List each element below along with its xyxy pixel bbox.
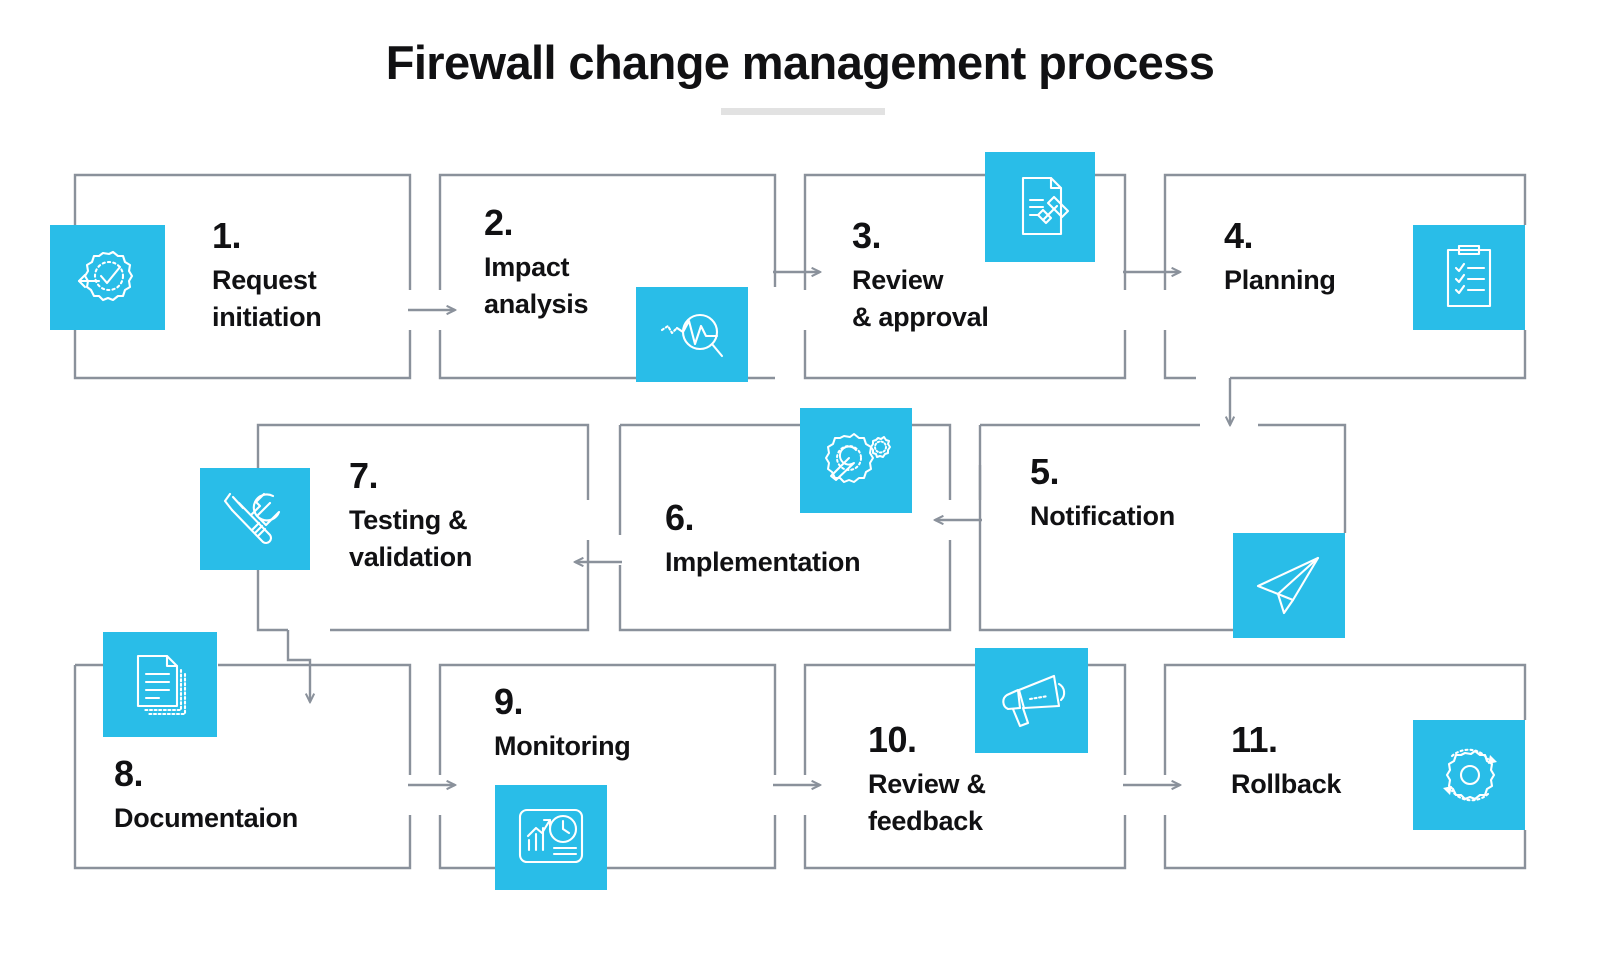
step-11-number: 11. (1231, 719, 1278, 760)
box-10-outline-c (803, 815, 1127, 870)
document-stack-icon (127, 652, 193, 718)
step-10-icon-tile[interactable] (975, 648, 1088, 753)
page-title: Firewall change management process (385, 36, 1215, 89)
box-5-outline-b (1258, 423, 1347, 533)
dashboard-chart-icon (516, 806, 586, 870)
box-10-outline-b (1088, 663, 1127, 775)
step-8[interactable]: 8. Documentaion (114, 754, 298, 837)
step-5[interactable]: 5. Notification (1030, 452, 1175, 535)
box-11-outline-b (1163, 815, 1527, 870)
step-6[interactable]: 6. Implementation (665, 497, 861, 581)
step-5-label: Notification (1030, 501, 1175, 531)
step-4-icon-tile[interactable] (1413, 225, 1525, 330)
step-2-label: Impact analysis (484, 252, 589, 319)
step-6-label: Implementation (665, 547, 861, 577)
step-7-number: 7. (349, 455, 379, 496)
box-11-outline-a (1163, 663, 1527, 775)
step-8-icon-tile[interactable] (103, 632, 217, 737)
step-3-icon-tile[interactable] (985, 152, 1095, 262)
box-7-outline-b (330, 540, 590, 632)
step-2-number: 2. (484, 202, 514, 243)
pulse-magnifier-icon (658, 304, 726, 366)
box-6-outline-c (618, 540, 952, 632)
document-gavel-icon (1005, 172, 1075, 242)
step-7-icon-tile[interactable] (200, 468, 310, 570)
step-11-label: Rollback (1231, 769, 1342, 799)
paper-plane-icon (1253, 553, 1325, 619)
step-3[interactable]: 3. Review & approval (852, 216, 989, 336)
gear-rotate-icon (1433, 739, 1505, 811)
step-4-label: Planning (1224, 265, 1336, 295)
step-5-number: 5. (1030, 451, 1060, 492)
box-9-outline-b (607, 815, 777, 870)
arrow-7-to-8 (286, 630, 310, 702)
box-4-outline-a (1163, 173, 1527, 290)
step-10-label: Review & feedback (868, 769, 986, 836)
box-4-outline-b (1230, 330, 1527, 380)
step-2-icon-tile[interactable] (636, 287, 748, 382)
step-5-icon-tile[interactable] (1233, 533, 1345, 638)
box-8-outline-c (73, 665, 412, 870)
box-4-outline-c (1163, 330, 1196, 380)
step-11[interactable]: 11. Rollback (1231, 720, 1341, 803)
step-9-label: Monitoring (494, 731, 631, 761)
box-7-outline-a (256, 423, 590, 500)
box-8-outline-b (218, 663, 412, 775)
step-4-number: 4. (1224, 215, 1254, 256)
step-10[interactable]: 10. Review & feedback (868, 720, 986, 840)
step-4[interactable]: 4. Planning (1224, 216, 1336, 299)
box-3-outline-c (803, 330, 1127, 380)
megaphone-icon (996, 668, 1068, 734)
step-9[interactable]: 9. Monitoring (494, 681, 631, 765)
step-1-label: Request initiation (212, 265, 322, 332)
step-2[interactable]: 2. Impact analysis (484, 203, 588, 323)
clipboard-checklist-icon (1440, 244, 1498, 311)
box-1-outline-a (73, 173, 412, 290)
step-6-icon-tile[interactable] (800, 408, 912, 513)
box-10-outline-a (803, 663, 975, 775)
step-8-number: 8. (114, 753, 144, 794)
screwdriver-wrench-icon (222, 488, 288, 550)
step-3-number: 3. (852, 215, 882, 256)
box-7-outline-c (256, 570, 288, 632)
step-1-number: 1. (212, 215, 242, 256)
box-9-outline-c (438, 815, 495, 870)
box-3-outline-b (1095, 173, 1127, 290)
step-7-label: Testing & validation (349, 505, 473, 572)
step-10-number: 10. (868, 719, 917, 760)
box-1-outline-b (73, 330, 412, 380)
step-3-label: Review & approval (852, 265, 989, 332)
box-2-outline-a (438, 173, 777, 290)
step-9-icon-tile[interactable] (495, 785, 607, 890)
box-6-outline-b (912, 423, 952, 500)
title-underline (721, 108, 885, 115)
step-9-number: 9. (494, 681, 524, 722)
step-8-label: Documentaion (114, 803, 298, 833)
step-1-icon-tile[interactable] (50, 225, 165, 330)
box-9-outline-a (438, 663, 777, 775)
gear-wrench-icon (820, 428, 892, 494)
step-1[interactable]: 1. Request initiation (212, 215, 322, 336)
step-7[interactable]: 7. Testing & validation (349, 456, 472, 576)
box-3-outline-a (803, 173, 985, 290)
step-11-icon-tile[interactable] (1413, 720, 1525, 830)
gear-arrow-check-icon (73, 243, 143, 313)
step-6-number: 6. (665, 497, 695, 538)
